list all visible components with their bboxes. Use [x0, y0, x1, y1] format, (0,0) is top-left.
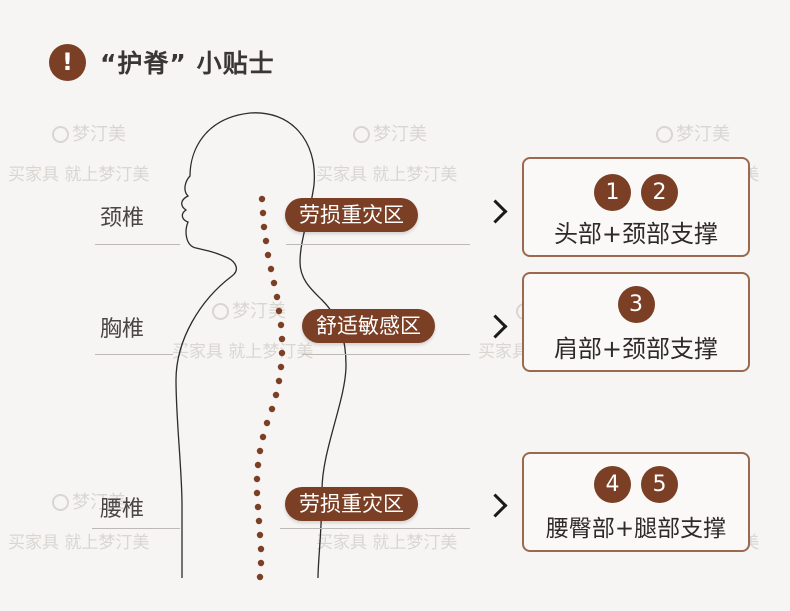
vertebra-label-cervical: 颈椎 [100, 206, 145, 231]
number-badge: 1 [594, 174, 631, 211]
number-badge: 2 [641, 174, 678, 211]
support-card-cervical: 1 2 头部+颈部支撑 [522, 157, 750, 257]
spine-dot [275, 307, 283, 315]
exclamation-icon: ! [49, 43, 86, 81]
spine-dot [278, 349, 286, 357]
spine-dot [277, 321, 285, 329]
spine-dot [259, 433, 267, 441]
label-underline [95, 244, 180, 245]
spine-dot [257, 545, 265, 553]
spine-dot [275, 377, 283, 385]
spine-dot [253, 475, 261, 483]
spine-dot [254, 503, 262, 511]
number-badge: 3 [617, 286, 655, 323]
section-header: ! “护脊” 小贴士 [49, 43, 275, 81]
spine-dot [258, 195, 266, 203]
spine-dot [253, 489, 261, 497]
spine-dot [267, 265, 275, 273]
spine-dot [256, 531, 264, 539]
pill-underline [280, 528, 470, 529]
spine-dot [277, 363, 285, 371]
page-title: “护脊” 小贴士 [100, 49, 275, 78]
spine-dot [256, 573, 264, 581]
spine-dot [273, 293, 281, 301]
spine-dot [278, 335, 286, 343]
spine-dot [257, 559, 265, 567]
spine-dot [254, 461, 262, 469]
label-underline [92, 528, 180, 529]
pill-underline [286, 244, 470, 245]
number-badge: 5 [641, 466, 678, 503]
spine-dot [264, 251, 272, 259]
zone-pill-lumbar: 劳损重灾区 [285, 487, 418, 521]
support-card-lumbar: 4 5 腰臀部+腿部支撑 [522, 452, 750, 552]
label-underline [95, 354, 173, 355]
support-card-thoracic: 3 肩部+颈部支撑 [522, 272, 750, 372]
card-numbers: 1 2 [524, 174, 748, 211]
spine-dot [263, 419, 271, 427]
spine-dot [262, 237, 270, 245]
number-badge: 4 [594, 466, 631, 503]
card-text: 头部+颈部支撑 [553, 220, 719, 248]
zone-pill-cervical: 劳损重灾区 [285, 198, 418, 232]
card-text: 肩部+颈部支撑 [553, 335, 719, 363]
spine-dot [272, 391, 280, 399]
spine-dot [270, 279, 278, 287]
head-outline [175, 112, 347, 579]
spine-dot [255, 517, 263, 525]
vertebra-label-lumbar: 腰椎 [100, 497, 145, 522]
pill-underline [302, 354, 470, 355]
spine-dot [260, 223, 268, 231]
card-numbers: 4 5 [524, 466, 748, 503]
vertebra-label-thoracic: 胸椎 [100, 317, 145, 342]
zone-pill-thoracic: 舒适敏感区 [302, 309, 435, 343]
card-text: 腰臀部+腿部支撑 [545, 516, 727, 542]
spine-dot [259, 209, 267, 217]
spine-dot [256, 447, 264, 455]
spine-dots [253, 195, 286, 581]
card-numbers: 3 [524, 286, 748, 323]
spine-dot [268, 405, 276, 413]
